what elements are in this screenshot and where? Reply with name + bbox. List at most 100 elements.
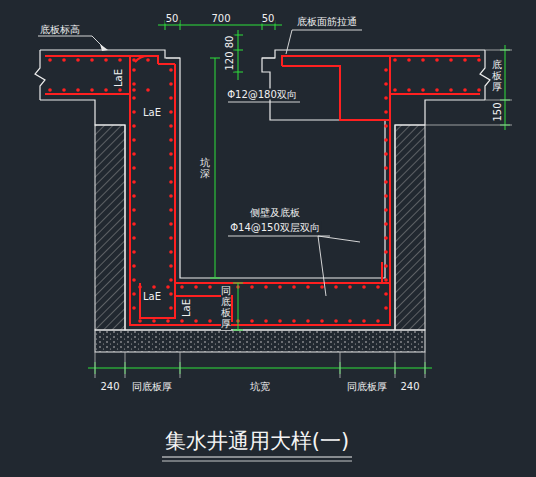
rebar-dot bbox=[48, 58, 52, 62]
anchor-length: LaE bbox=[142, 107, 162, 118]
rebar-dot bbox=[334, 285, 338, 289]
rebar-dot bbox=[407, 58, 411, 62]
rebar-dot bbox=[132, 82, 136, 86]
rebar-dot bbox=[62, 88, 66, 92]
dimension-text: 坑宽 bbox=[249, 381, 271, 392]
title-underline bbox=[162, 457, 352, 461]
dimension-text: 700 bbox=[210, 13, 231, 24]
rebar-dot bbox=[180, 285, 184, 289]
rebar-dot bbox=[118, 58, 122, 62]
rebar-dot bbox=[384, 152, 388, 156]
rebar-dot bbox=[384, 292, 388, 296]
rebar-dot bbox=[132, 88, 136, 92]
rebar-dot bbox=[306, 319, 310, 323]
rebar-dot bbox=[362, 285, 366, 289]
rebar-dots bbox=[48, 58, 481, 323]
dimension-text: 同底板厚 bbox=[346, 381, 388, 392]
rebar-dot bbox=[384, 194, 388, 198]
rebar-dot bbox=[132, 96, 136, 100]
rebar-dot bbox=[62, 58, 66, 62]
rebar-dot bbox=[384, 264, 388, 268]
rebar-dot bbox=[132, 292, 136, 296]
rebar-dot bbox=[384, 96, 388, 100]
rebar-note: 侧壁及底板 bbox=[249, 207, 301, 218]
rebar-dot bbox=[104, 58, 108, 62]
rebar-dot bbox=[169, 194, 173, 198]
rebar-dot bbox=[169, 166, 173, 170]
rebar bbox=[45, 56, 480, 325]
dimension-text: 50 bbox=[261, 13, 276, 24]
rebar-dot bbox=[132, 138, 136, 142]
leader-lines bbox=[38, 30, 362, 296]
rebar-dot bbox=[384, 180, 388, 184]
rebar-dot bbox=[384, 68, 388, 72]
rebar-dot bbox=[132, 58, 136, 62]
rebar-dot bbox=[76, 88, 80, 92]
rebar-dot bbox=[393, 88, 397, 92]
dimension-text: 150 bbox=[492, 101, 503, 122]
rebar-dot bbox=[166, 285, 170, 289]
rebar-dot bbox=[169, 138, 173, 142]
rebar-dot bbox=[132, 306, 136, 310]
rebar-dot bbox=[384, 250, 388, 254]
rebar-dot bbox=[169, 124, 173, 128]
rebar-dot bbox=[104, 88, 108, 92]
rebar-dot bbox=[132, 250, 136, 254]
rebar-dot bbox=[132, 152, 136, 156]
rebar-dot bbox=[169, 250, 173, 254]
rebar-dot bbox=[463, 58, 467, 62]
rebar-dot bbox=[320, 285, 324, 289]
rebar-dot bbox=[384, 306, 388, 310]
rebar-dot bbox=[132, 264, 136, 268]
rebar-dot bbox=[194, 319, 198, 323]
rebar-dot bbox=[477, 88, 481, 92]
rebar-dot bbox=[180, 319, 184, 323]
rebar-dot bbox=[169, 110, 173, 114]
rebar-dot bbox=[384, 166, 388, 170]
level-mark bbox=[100, 44, 108, 51]
rebar-dot bbox=[421, 88, 425, 92]
rebar-dot bbox=[169, 152, 173, 156]
rebar-dot bbox=[152, 319, 156, 323]
rebar-dot bbox=[334, 319, 338, 323]
rebar-dot bbox=[348, 285, 352, 289]
dimension-text: 80 bbox=[224, 35, 235, 50]
rebar-dot bbox=[169, 278, 173, 282]
rebar-dot bbox=[169, 222, 173, 226]
brick-wall bbox=[395, 125, 425, 330]
rebar-dot bbox=[393, 58, 397, 62]
rebar-dot bbox=[132, 110, 136, 114]
rebar-dot bbox=[208, 285, 212, 289]
drawing-title: 集水井通用大样(一) bbox=[165, 427, 349, 455]
rebar-dot bbox=[90, 88, 94, 92]
rebar-dot bbox=[132, 222, 136, 226]
rebar-dot bbox=[376, 285, 380, 289]
rebar-dot bbox=[132, 208, 136, 212]
dimension-text: 底板厚 bbox=[492, 58, 502, 93]
rebar-dot bbox=[132, 68, 136, 72]
anchor-length: LaE bbox=[142, 291, 162, 302]
rebar-dot bbox=[132, 194, 136, 198]
rebar-dot bbox=[292, 285, 296, 289]
rebar-dot bbox=[421, 58, 425, 62]
rebar-dot bbox=[384, 138, 388, 142]
rebar-dot bbox=[384, 236, 388, 240]
anchor-length: LaE bbox=[113, 68, 124, 88]
rebar-dot bbox=[435, 88, 439, 92]
rebar-dot bbox=[292, 319, 296, 323]
rebar-dot bbox=[169, 82, 173, 86]
extension-lines bbox=[95, 50, 512, 378]
rebar-dot bbox=[132, 166, 136, 170]
rebar-dot bbox=[132, 124, 136, 128]
rebar-dot bbox=[169, 180, 173, 184]
rebar-dot bbox=[169, 208, 173, 212]
rebar-dot bbox=[407, 88, 411, 92]
rebar-dot bbox=[384, 208, 388, 212]
rebar-dot bbox=[169, 236, 173, 240]
dimension-lines bbox=[88, 20, 510, 374]
level-note: 底板标高 bbox=[39, 24, 81, 35]
rebar-dot bbox=[169, 68, 173, 72]
rebar-dot bbox=[250, 285, 254, 289]
rebar-dot bbox=[90, 58, 94, 62]
